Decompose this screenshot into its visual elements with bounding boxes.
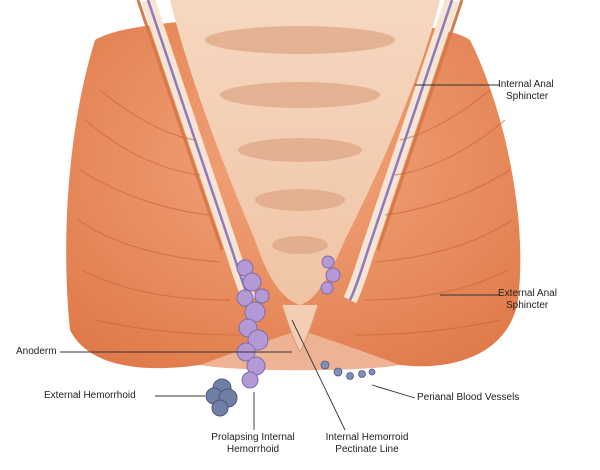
right-submucosa-line — [348, 0, 454, 301]
prolapsing-internal-hemorrhoid — [236, 259, 270, 389]
left-submucosa-line — [146, 0, 252, 301]
label-internal-anal-sphincter: Internal Anal Sphincter — [498, 79, 554, 102]
rectal-folds — [205, 26, 395, 254]
label-external-anal-sphincter: External Anal Sphincter — [498, 288, 557, 311]
external-hemorrhoid-cluster — [205, 378, 238, 417]
leader-lines — [60, 84, 500, 431]
right-muscle-fibers — [354, 89, 513, 336]
perianal-blood-vessels — [320, 360, 376, 380]
internal-hemorrhoid-right — [320, 255, 341, 295]
label-prolapsing-internal-hemorrhoid: Prolapsing Internal Hemorrhoid — [211, 432, 295, 455]
label-perianal-blood-vessels: Perianal Blood Vessels — [417, 392, 520, 403]
label-anoderm: Anoderm — [16, 346, 57, 357]
left-muscle-fibers — [77, 89, 241, 336]
label-internal-hemorroid-pectinate-line: Internal Hemorroid Pectinate Line — [325, 432, 409, 455]
label-external-hemorrhoid: External Hemorrhoid — [44, 390, 136, 401]
